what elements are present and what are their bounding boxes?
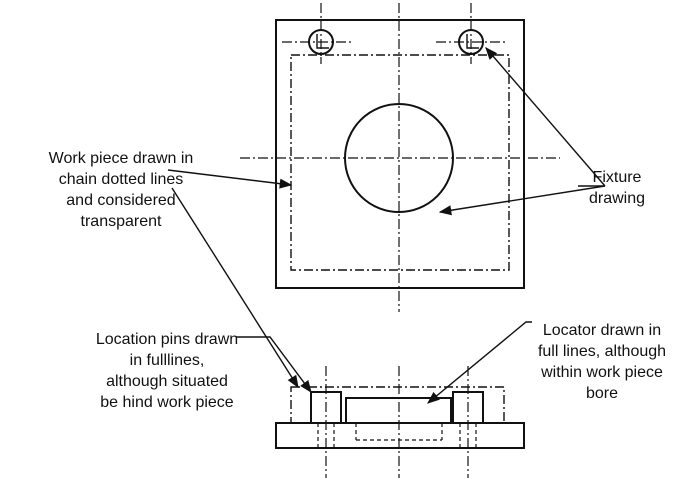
- label-line: although situated: [106, 373, 228, 390]
- leader-line: [438, 185, 606, 216]
- label-line: in fulllines,: [130, 352, 205, 369]
- label-locator: Locator drawn in full lines, although wi…: [538, 322, 666, 402]
- pin-left-mark: [316, 34, 329, 49]
- fixture-base-elevation: [275, 422, 525, 449]
- fixture-base-plate-outline: [275, 19, 525, 289]
- label-line: full lines, although: [538, 343, 666, 360]
- label-line: chain dotted lines: [59, 171, 184, 188]
- leader-line: [236, 336, 312, 394]
- label-line: and considered: [66, 192, 175, 209]
- leader-line: [171, 187, 299, 389]
- label-work-piece: Work piece drawn in chain dotted lines a…: [49, 150, 194, 230]
- leader-arrows: [167, 47, 606, 404]
- leader-line: [485, 47, 606, 187]
- label-fixture-drawing: Fixture drawing: [589, 169, 645, 207]
- leader-line: [427, 321, 532, 404]
- leader-line: [167, 169, 293, 189]
- label-line: Location pins drawn: [96, 331, 238, 348]
- label-line: Fixture: [593, 169, 642, 186]
- elevation-view: [275, 366, 525, 478]
- label-line: bore: [586, 385, 618, 402]
- plan-view: [240, 3, 560, 312]
- work-piece-elevation-dashed: [290, 386, 505, 424]
- pin-right-mark: [466, 34, 479, 49]
- label-line: drawing: [589, 190, 645, 207]
- label-line: within work piece: [540, 364, 663, 381]
- label-line: transparent: [81, 213, 162, 230]
- label-line: Work piece drawn in: [49, 150, 194, 167]
- label-line: Locator drawn in: [543, 322, 661, 339]
- label-location-pins: Location pins drawn in fulllines, althou…: [96, 331, 238, 411]
- work-piece-outline-dashed: [290, 54, 510, 271]
- label-line: be hind work piece: [100, 394, 234, 411]
